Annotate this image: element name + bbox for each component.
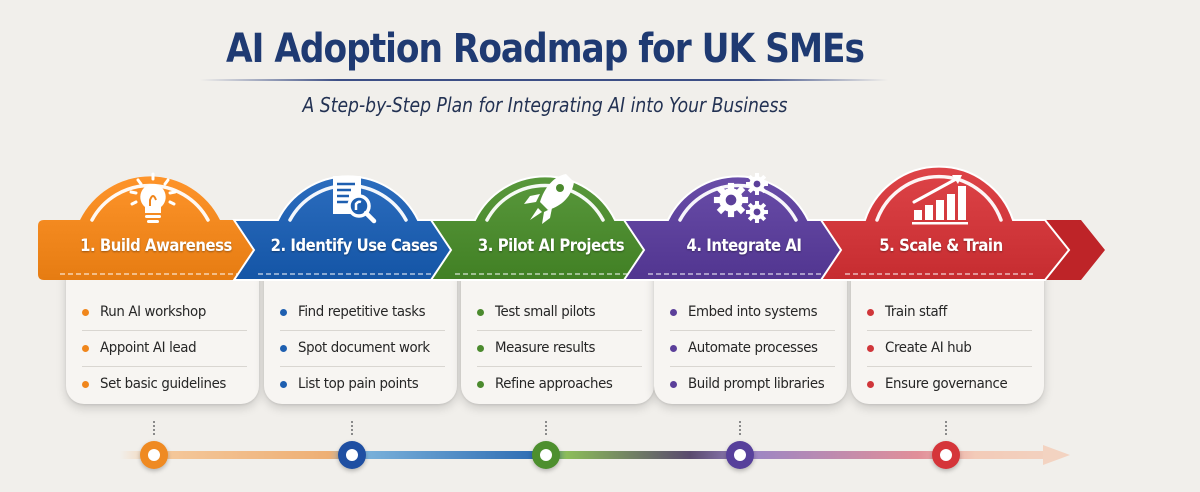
lightbulb-icon — [129, 172, 177, 223]
task-label: Measure results — [495, 340, 596, 356]
task-label: Build prompt libraries — [688, 376, 825, 392]
task-label: Appoint AI lead — [100, 340, 197, 356]
timeline-connector — [545, 421, 549, 435]
timeline-node-5 — [932, 441, 960, 469]
roadmap-step-1: 1. Build Awareness Run AI workshop Appoi… — [38, 150, 276, 420]
growth-chart-icon — [912, 175, 968, 225]
step-card — [851, 268, 1044, 404]
task-item: Set basic guidelines — [82, 367, 247, 402]
rocket-icon — [524, 174, 574, 224]
bullet-dot — [477, 381, 484, 388]
step-card — [66, 268, 259, 404]
step-card — [654, 268, 847, 404]
banner-arc — [678, 183, 798, 222]
page-subtitle: A Step-by-Step Plan for Integrating AI i… — [302, 93, 788, 117]
task-label: List top pain points — [298, 376, 419, 392]
task-item: Measure results — [477, 331, 642, 367]
timeline-connector — [351, 421, 355, 435]
task-item: Test small pilots — [477, 295, 642, 331]
task-item: Find repetitive tasks — [280, 295, 445, 331]
task-item: Appoint AI lead — [82, 331, 247, 367]
task-label: Set basic guidelines — [100, 376, 226, 392]
roadmap-step-3: 3. Pilot AI Projects Test small pilots M… — [429, 150, 673, 420]
step-banner — [819, 165, 1105, 281]
task-item: List top pain points — [280, 367, 445, 402]
step-title: 3. Pilot AI Projects — [477, 236, 625, 255]
task-item: Build prompt libraries — [670, 367, 835, 402]
step-title: 5. Scale & Train — [879, 236, 1003, 255]
task-item: Run AI workshop — [82, 295, 247, 331]
timeline-connector — [945, 421, 949, 435]
step-card — [461, 268, 654, 404]
bullet-dot — [670, 309, 677, 316]
step-task-list: Embed into systems Automate processes Bu… — [670, 295, 835, 402]
task-label: Spot document work — [298, 340, 430, 356]
task-label: Train staff — [885, 304, 947, 320]
bullet-dot — [867, 345, 874, 352]
task-item: Train staff — [867, 295, 1032, 331]
bullet-dot — [477, 309, 484, 316]
bullet-dot — [82, 381, 89, 388]
roadmap-step-4: 4. Integrate AI Embed into systems Autom… — [622, 150, 866, 420]
timeline-bar — [120, 451, 1045, 459]
task-item: Create AI hub — [867, 331, 1032, 367]
timeline-node-3 — [532, 441, 560, 469]
step-title: 1. Build Awareness — [80, 236, 232, 255]
bullet-dot — [82, 345, 89, 352]
task-label: Test small pilots — [495, 304, 596, 320]
step-banner — [429, 175, 673, 281]
step-card — [264, 268, 457, 404]
task-label: Ensure governance — [885, 376, 1008, 392]
page-title: AI Adoption Roadmap for UK SMEs — [226, 26, 865, 72]
bullet-dot — [670, 345, 677, 352]
timeline-track — [120, 445, 1070, 465]
task-label: Automate processes — [688, 340, 818, 356]
bullet-dot — [280, 345, 287, 352]
step-task-list: Train staff Create AI hub Ensure governa… — [867, 295, 1032, 402]
bullet-dot — [477, 345, 484, 352]
gears-icon — [713, 173, 768, 223]
bullet-dot — [280, 381, 287, 388]
timeline-connector — [153, 421, 157, 435]
timeline-node-4 — [726, 441, 754, 469]
roadmap-step-5: 5. Scale & Train Train staff Create AI h… — [819, 150, 1105, 420]
title-divider — [200, 79, 888, 81]
task-item: Ensure governance — [867, 367, 1032, 402]
timeline-node-2 — [338, 441, 366, 469]
task-label: Refine approaches — [495, 376, 613, 392]
task-item: Spot document work — [280, 331, 445, 367]
task-label: Run AI workshop — [100, 304, 206, 320]
timeline-node-1 — [140, 441, 168, 469]
roadmap-step-2: 2. Identify Use Cases Find repetitive ta… — [232, 150, 476, 420]
step-task-list: Test small pilots Measure results Refine… — [477, 295, 642, 402]
task-item: Automate processes — [670, 331, 835, 367]
banner-arc — [485, 183, 605, 222]
task-label: Find repetitive tasks — [298, 304, 426, 320]
document-search-icon — [333, 176, 377, 224]
task-label: Embed into systems — [688, 304, 818, 320]
bullet-dot — [82, 309, 89, 316]
bullet-dot — [867, 381, 874, 388]
timeline-arrowhead — [1043, 445, 1070, 465]
task-item: Embed into systems — [670, 295, 835, 331]
step-task-list: Run AI workshop Appoint AI lead Set basi… — [82, 295, 247, 402]
bullet-dot — [280, 309, 287, 316]
step-task-list: Find repetitive tasks Spot document work… — [280, 295, 445, 402]
timeline-connector — [739, 421, 743, 435]
banner-arc — [875, 174, 1003, 222]
timeline — [0, 415, 1200, 492]
step-title: 2. Identify Use Cases — [270, 236, 438, 255]
task-item: Refine approaches — [477, 367, 642, 402]
bullet-dot — [670, 381, 677, 388]
step-title: 4. Integrate AI — [686, 236, 802, 255]
bullet-dot — [867, 309, 874, 316]
task-label: Create AI hub — [885, 340, 972, 356]
